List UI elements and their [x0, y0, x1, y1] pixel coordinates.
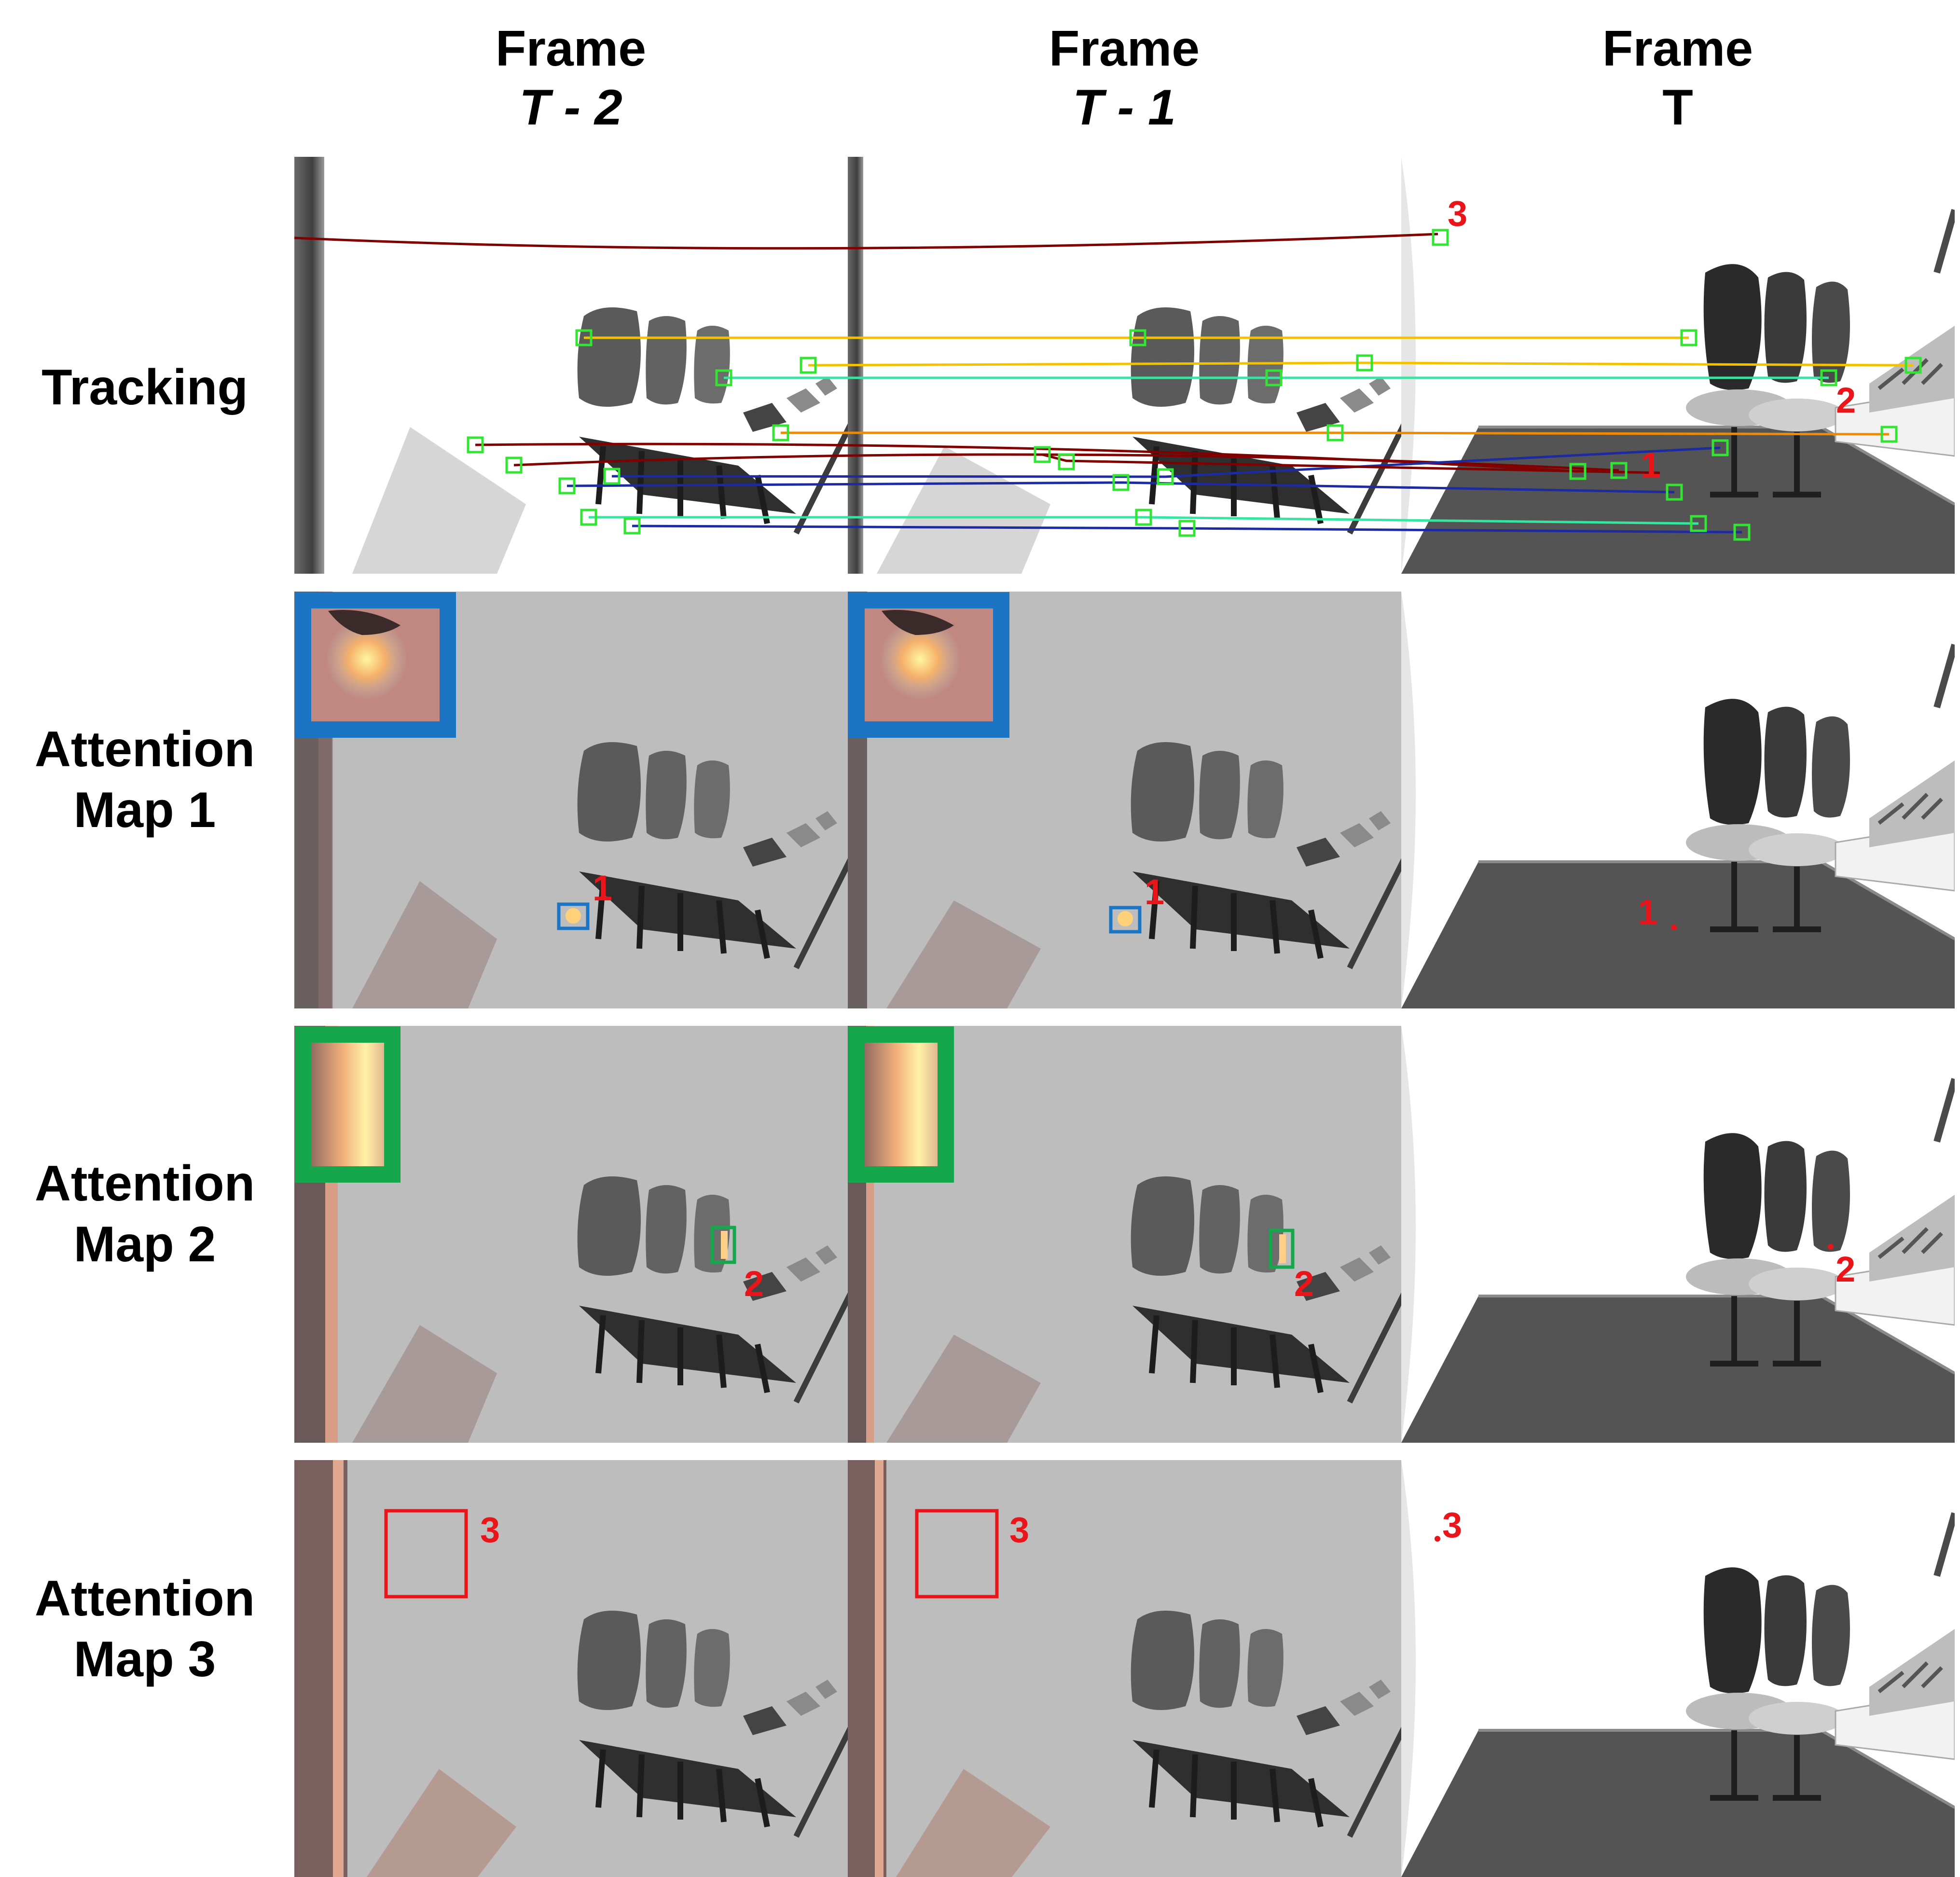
row-label-line2: Map 2 [73, 1216, 216, 1272]
zoom-inset-blue [295, 592, 456, 738]
row-heading-attention-map-2: Attention Map 2 [0, 1153, 290, 1275]
attention-point [1435, 1536, 1440, 1542]
column-title: Frame [495, 21, 647, 77]
attention-image: 2 [294, 1026, 848, 1443]
attention-image: 2 [1401, 1026, 1955, 1443]
attention-map-1-frame-t-minus-1: 1 [848, 592, 1401, 1008]
attention-image: 1 [848, 592, 1401, 1008]
zoom-inset-green [295, 1026, 400, 1183]
attention-map-3-frame-t: 3 [1401, 1460, 1955, 1877]
attention-map-3-frame-t-minus-1: 3 [848, 1460, 1401, 1877]
row-label: Attention [34, 1571, 255, 1627]
attention-image: 3 [848, 1460, 1401, 1877]
attention-image: 3 [1401, 1460, 1955, 1877]
zoom-inset-green [848, 1026, 954, 1183]
tracking-frame-t [1401, 157, 1955, 574]
attention-point [1671, 925, 1677, 930]
column-heading-t-minus-2: Frame T - 2 [426, 19, 716, 137]
attention-map-1-frame-t-minus-2: 1 [294, 592, 848, 1008]
marker-label-2: 2 [1294, 1264, 1314, 1304]
column-subtitle: T [1662, 80, 1693, 136]
row-heading-attention-map-3: Attention Map 3 [0, 1568, 290, 1690]
tracking-image-t-minus-2 [294, 157, 848, 574]
row-label: Attention [34, 1156, 255, 1212]
attention-image: 3 [294, 1460, 848, 1877]
attention-image: 1 [1401, 592, 1955, 1008]
row-label-line2: Map 1 [73, 782, 216, 838]
highlight-box-red [384, 1509, 468, 1599]
marker-label-3: 3 [480, 1510, 500, 1550]
row-label: Attention [34, 721, 255, 777]
column-heading-t: Frame T [1533, 19, 1822, 137]
column-subtitle: T - 1 [1073, 80, 1176, 136]
column-subtitle: T - 2 [519, 80, 622, 136]
highlight-box-blue [557, 902, 590, 930]
marker-label-3: 3 [1442, 1505, 1462, 1545]
attention-image: 1 [294, 592, 848, 1008]
highlight-box-green [710, 1226, 736, 1264]
marker-label-2: 2 [1836, 1249, 1855, 1289]
attention-map-2-frame-t: 2 [1401, 1026, 1955, 1443]
attention-map-1-frame-t: 1 [1401, 592, 1955, 1008]
attention-point [1828, 1244, 1834, 1250]
marker-label-1: 1 [1638, 892, 1657, 932]
row-label-line2: Map 3 [73, 1631, 216, 1687]
highlight-box-blue [1109, 906, 1142, 934]
attention-map-2-frame-t-minus-1: 2 [848, 1026, 1401, 1443]
marker-label-2: 2 [744, 1264, 764, 1304]
marker-label-1: 1 [1145, 872, 1164, 912]
tracking-frame-t-minus-1 [848, 157, 1401, 574]
highlight-box-green [1269, 1228, 1295, 1269]
tracking-image-t-minus-1 [848, 157, 1401, 574]
column-title: Frame [1602, 21, 1753, 77]
marker-label-1: 1 [593, 868, 612, 908]
row-heading-attention-map-1: Attention Map 1 [0, 719, 290, 841]
column-heading-t-minus-1: Frame T - 1 [980, 19, 1269, 137]
tracking-image-t [1401, 157, 1955, 574]
column-title: Frame [1049, 21, 1200, 77]
zoom-inset-blue [848, 592, 1009, 738]
marker-label-3: 3 [1009, 1510, 1029, 1550]
row-label: Tracking [41, 359, 248, 415]
highlight-box-red [915, 1509, 999, 1599]
row-heading-tracking: Tracking [0, 357, 290, 418]
attention-map-3-frame-t-minus-2: 3 [294, 1460, 848, 1877]
attention-image: 2 [848, 1026, 1401, 1443]
attention-map-2-frame-t-minus-2: 2 [294, 1026, 848, 1443]
tracking-frame-t-minus-2 [294, 157, 848, 574]
